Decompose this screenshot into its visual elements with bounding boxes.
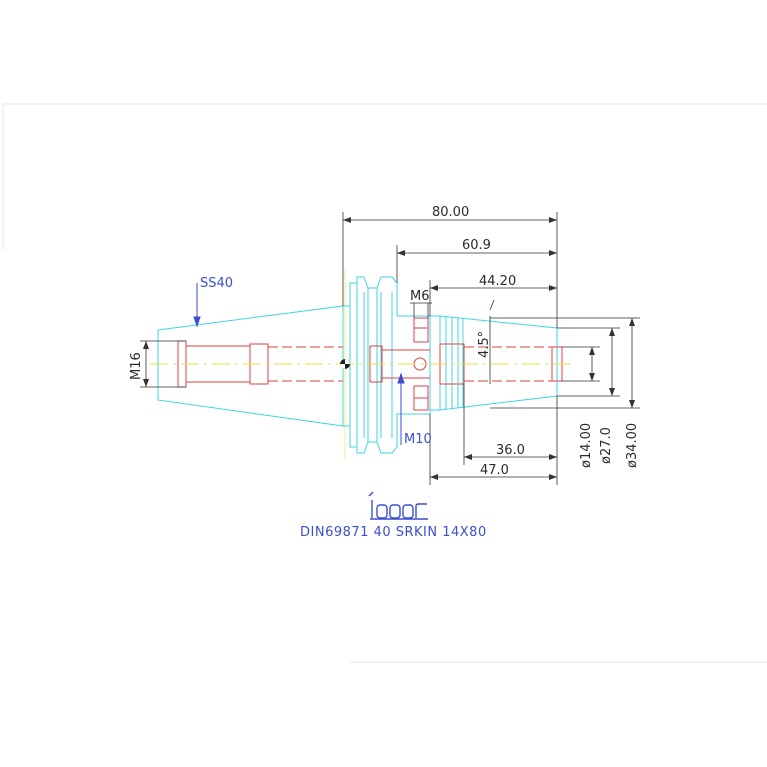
- drawing-caption: DIN69871 40 SRKIN 14X80: [300, 525, 487, 540]
- dim-dia-34: ø34.00: [625, 423, 640, 468]
- taper-label: SS40: [200, 276, 233, 291]
- front-thread-label: M10: [404, 432, 432, 447]
- dim-length-36: 36.0: [496, 443, 525, 458]
- dim-dia-27: ø27.0: [599, 427, 614, 464]
- rear-thread-label: M16: [129, 352, 144, 380]
- dim-length-44: 44.20: [479, 274, 516, 289]
- dim-length-60: 60.9: [462, 238, 491, 253]
- holder-outline: [157, 276, 558, 454]
- dim-angle: 4.5°: [477, 331, 492, 358]
- arrowheads: [143, 217, 635, 480]
- sheet-border: [2, 103, 767, 663]
- centerline: [150, 270, 575, 460]
- brand-logo: [368, 491, 428, 520]
- leader-arrows: [193, 283, 405, 445]
- dim-overall-length: 80.00: [432, 205, 469, 220]
- dim-length-47: 47.0: [480, 463, 509, 478]
- set-screw-label: M6: [410, 289, 430, 304]
- dimension-lines: [140, 212, 640, 485]
- dim-dia-14: ø14.00: [579, 423, 594, 468]
